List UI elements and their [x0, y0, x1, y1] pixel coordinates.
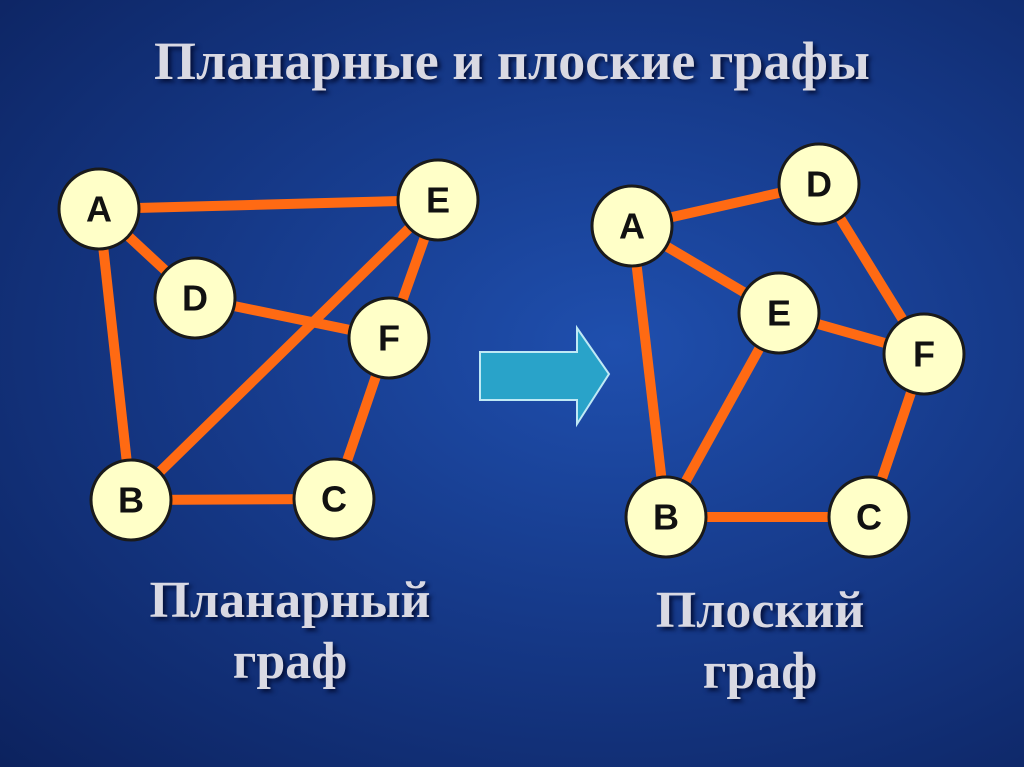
node-D: D: [153, 256, 237, 340]
node-label: C: [856, 497, 882, 538]
node-label: C: [321, 479, 347, 520]
node-circle: [882, 312, 966, 396]
edge-A-B: [94, 208, 136, 501]
node-label: D: [806, 164, 832, 205]
node-circle: [57, 167, 141, 251]
node-label: B: [118, 480, 144, 521]
node-D: D: [777, 142, 861, 226]
node-label: F: [913, 334, 935, 375]
edge-A-B: [627, 225, 671, 518]
node-circle: [153, 256, 237, 340]
node-label: F: [378, 318, 400, 359]
node-A: A: [590, 184, 674, 268]
node-label: B: [653, 497, 679, 538]
node-label: D: [182, 278, 208, 319]
node-label: E: [767, 293, 791, 334]
edge-E-B: [127, 196, 442, 504]
node-F: F: [882, 312, 966, 396]
node-label: A: [619, 206, 645, 247]
node-E: E: [396, 158, 480, 242]
node-label: E: [426, 180, 450, 221]
node-E: E: [737, 271, 821, 355]
plane-graph: A D E F B C: [590, 142, 966, 559]
node-B: B: [89, 458, 173, 542]
node-circle: [347, 296, 431, 380]
plane-graph-caption: Плоский граф: [560, 580, 960, 703]
node-circle: [737, 271, 821, 355]
node-circle: [396, 158, 480, 242]
node-circle: [624, 475, 708, 559]
node-circle: [292, 457, 376, 541]
caption-line: граф: [232, 633, 348, 691]
right-arrow-icon: [479, 324, 611, 428]
node-circle: [777, 142, 861, 226]
node-label: A: [86, 189, 112, 230]
node-C: C: [827, 475, 911, 559]
edge-A-E: [98, 195, 439, 214]
caption-line: граф: [702, 643, 818, 701]
node-circle: [590, 184, 674, 268]
caption-line: Планарный: [149, 572, 431, 629]
node-circle: [827, 475, 911, 559]
caption-line: Плоский: [655, 582, 865, 639]
node-B: B: [624, 475, 708, 559]
node-C: C: [292, 457, 376, 541]
node-circle: [89, 458, 173, 542]
planar-graph-caption: Планарный граф: [80, 570, 500, 693]
node-A: A: [57, 167, 141, 251]
slide-title: Планарные и плоские графы: [154, 31, 870, 91]
planar-graph: A D E F B C: [57, 158, 480, 542]
node-F: F: [347, 296, 431, 380]
